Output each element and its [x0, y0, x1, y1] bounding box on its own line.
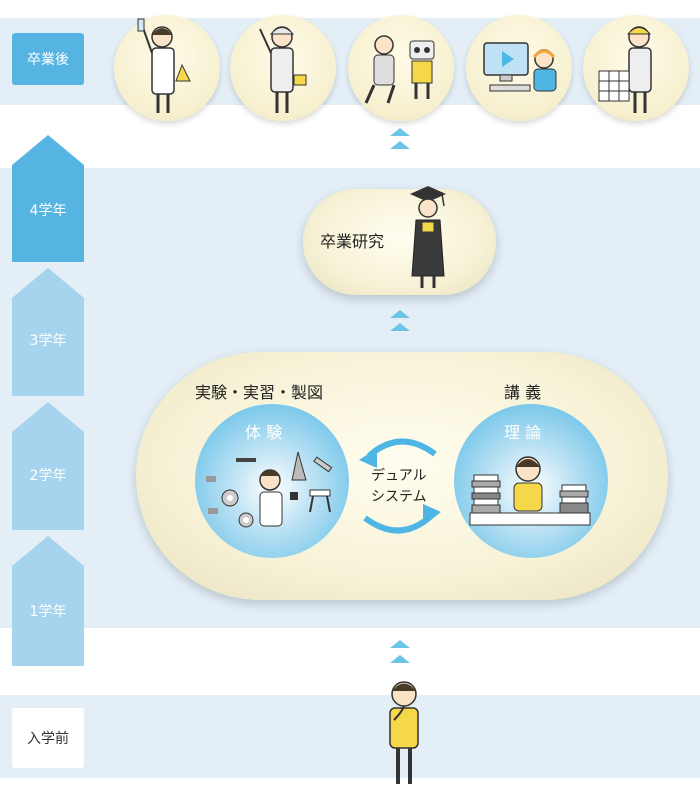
stage-year1: 1学年	[29, 604, 67, 620]
cycle-arrow-icon	[359, 438, 441, 534]
before-band	[0, 695, 700, 778]
stage-year2: 2学年	[29, 468, 67, 484]
robot-engineer-icon	[364, 35, 435, 104]
dual-system-line2: システム	[371, 489, 427, 505]
worker-icon	[259, 26, 307, 113]
scientist-icon	[137, 18, 191, 113]
year-arrows	[12, 135, 84, 666]
arrow-year2	[12, 402, 84, 530]
practice-circle-label: 体 験	[245, 423, 283, 442]
up-arrow-enroll	[390, 640, 410, 648]
arrow-year1	[12, 536, 84, 666]
freshman-icon	[389, 681, 419, 784]
arrow-year3	[12, 268, 84, 396]
research-label: 卒業研究	[320, 232, 385, 251]
research-pill	[303, 189, 496, 295]
stage-year3: 3学年	[29, 333, 67, 349]
stage-year4: 4学年	[29, 203, 67, 219]
up-arrow-research-2	[390, 323, 410, 331]
tools-icon	[206, 451, 333, 528]
practice-heading: 実験・実習・製図	[195, 383, 324, 402]
video-editor-icon	[483, 42, 557, 92]
career-circle-robot-engineer	[348, 15, 454, 121]
career-circle-scientist	[114, 15, 220, 121]
up-arrow-after	[390, 128, 410, 136]
lecture-circle-label: 理 論	[504, 423, 542, 442]
up-arrow-research	[390, 310, 410, 318]
student-study-icon	[469, 456, 591, 526]
up-arrow-after-2	[390, 141, 410, 149]
career-circle-worker	[230, 15, 336, 121]
stage-after-graduation: 卒業後	[12, 33, 84, 85]
career-circle-video-editor	[466, 15, 572, 121]
career-circle-construction-worker	[583, 15, 689, 121]
up-arrow-enroll-2	[390, 655, 410, 663]
construction-worker-icon	[598, 26, 652, 113]
graduate-icon	[410, 186, 446, 288]
lecture-heading: 講 義	[504, 383, 542, 402]
stage-before-enrollment: 入学前	[12, 708, 84, 768]
dual-system-line1: デュアル	[371, 468, 427, 484]
arrow-year4	[12, 135, 84, 262]
